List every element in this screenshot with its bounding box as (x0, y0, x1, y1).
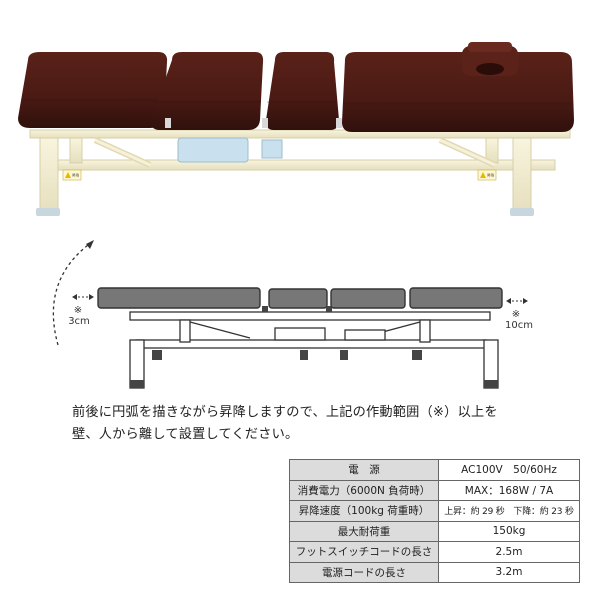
spec-table: 電 源 AC100V 50/60Hz 消費電力（6000N 負荷時） MAX：1… (289, 459, 580, 583)
hinge-2 (262, 118, 268, 128)
spec-label: 昇降速度（100kg 荷重時） (289, 500, 439, 522)
arc-arrowhead (86, 240, 94, 249)
spec-label: 消費電力（6000N 負荷時） (289, 479, 439, 501)
spec-label: 最大耐荷重 (289, 520, 439, 542)
spec-row: 昇降速度（100kg 荷重時） 上昇：約 29 秒 下降：約 23 秒 (289, 500, 580, 522)
warning-label-right (477, 169, 497, 181)
spec-label: フットスイッチコードの長さ (289, 541, 439, 563)
spec-row: 電源コードの長さ 3.2m (289, 561, 580, 583)
cushion-foot (342, 52, 574, 132)
spec-value: 150kg (438, 520, 580, 542)
spec-value: MAX：168W / 7A (438, 479, 580, 501)
right-dimension-arrow (506, 298, 528, 304)
diagram-dark-parts (130, 306, 498, 388)
motor-unit (177, 137, 283, 163)
cushion-upper (150, 52, 264, 130)
right-dimension-value: 10cm (505, 320, 533, 331)
spec-value: AC100V 50/60Hz (438, 459, 580, 481)
spec-row: フットスイッチコードの長さ 2.5m (289, 541, 580, 563)
face-pillow (462, 42, 518, 76)
spec-row: 電 源 AC100V 50/60Hz (289, 459, 580, 481)
left-dimension-value: 3cm (68, 316, 90, 327)
spec-row: 最大耐荷重 150kg (289, 520, 580, 542)
spec-value: 上昇：約 29 秒 下降：約 23 秒 (438, 500, 580, 522)
hinge-3 (336, 118, 342, 128)
arc-arrow (52, 241, 93, 346)
bed-frame (29, 129, 571, 216)
left-dimension-arrow (72, 294, 94, 300)
left-dimension-mark: ※ (73, 305, 83, 316)
spec-label: 電 源 (289, 459, 439, 481)
diagram-frame (129, 311, 499, 389)
cushion-middle (265, 52, 339, 130)
hinge-1 (165, 118, 171, 128)
spec-label: 電源コードの長さ (289, 561, 439, 583)
warning-text-left: 昇降 (72, 173, 80, 178)
warning-label-left (62, 169, 82, 181)
caption-line-1: 前後に円弧を描きながら昇降しますので、上記の作動範囲（※）以上を (72, 405, 498, 420)
caption-line-2: 壁、人から離して設置してください。 (72, 427, 299, 442)
warning-text-right: 昇降 (487, 173, 495, 178)
spec-value: 2.5m (438, 541, 580, 563)
diagram-cushions (97, 287, 503, 309)
bed-photo: 昇降 昇降 (18, 42, 574, 216)
spec-row: 消費電力（6000N 負荷時） MAX：168W / 7A (289, 479, 580, 501)
side-diagram (52, 240, 528, 389)
spec-value: 3.2m (438, 561, 580, 583)
cushion-head (18, 52, 168, 128)
installation-caption: 前後に円弧を描きながら昇降しますので、上記の作動範囲（※）以上を 壁、人から離し… (72, 402, 572, 446)
right-dimension-mark: ※ (511, 309, 521, 320)
